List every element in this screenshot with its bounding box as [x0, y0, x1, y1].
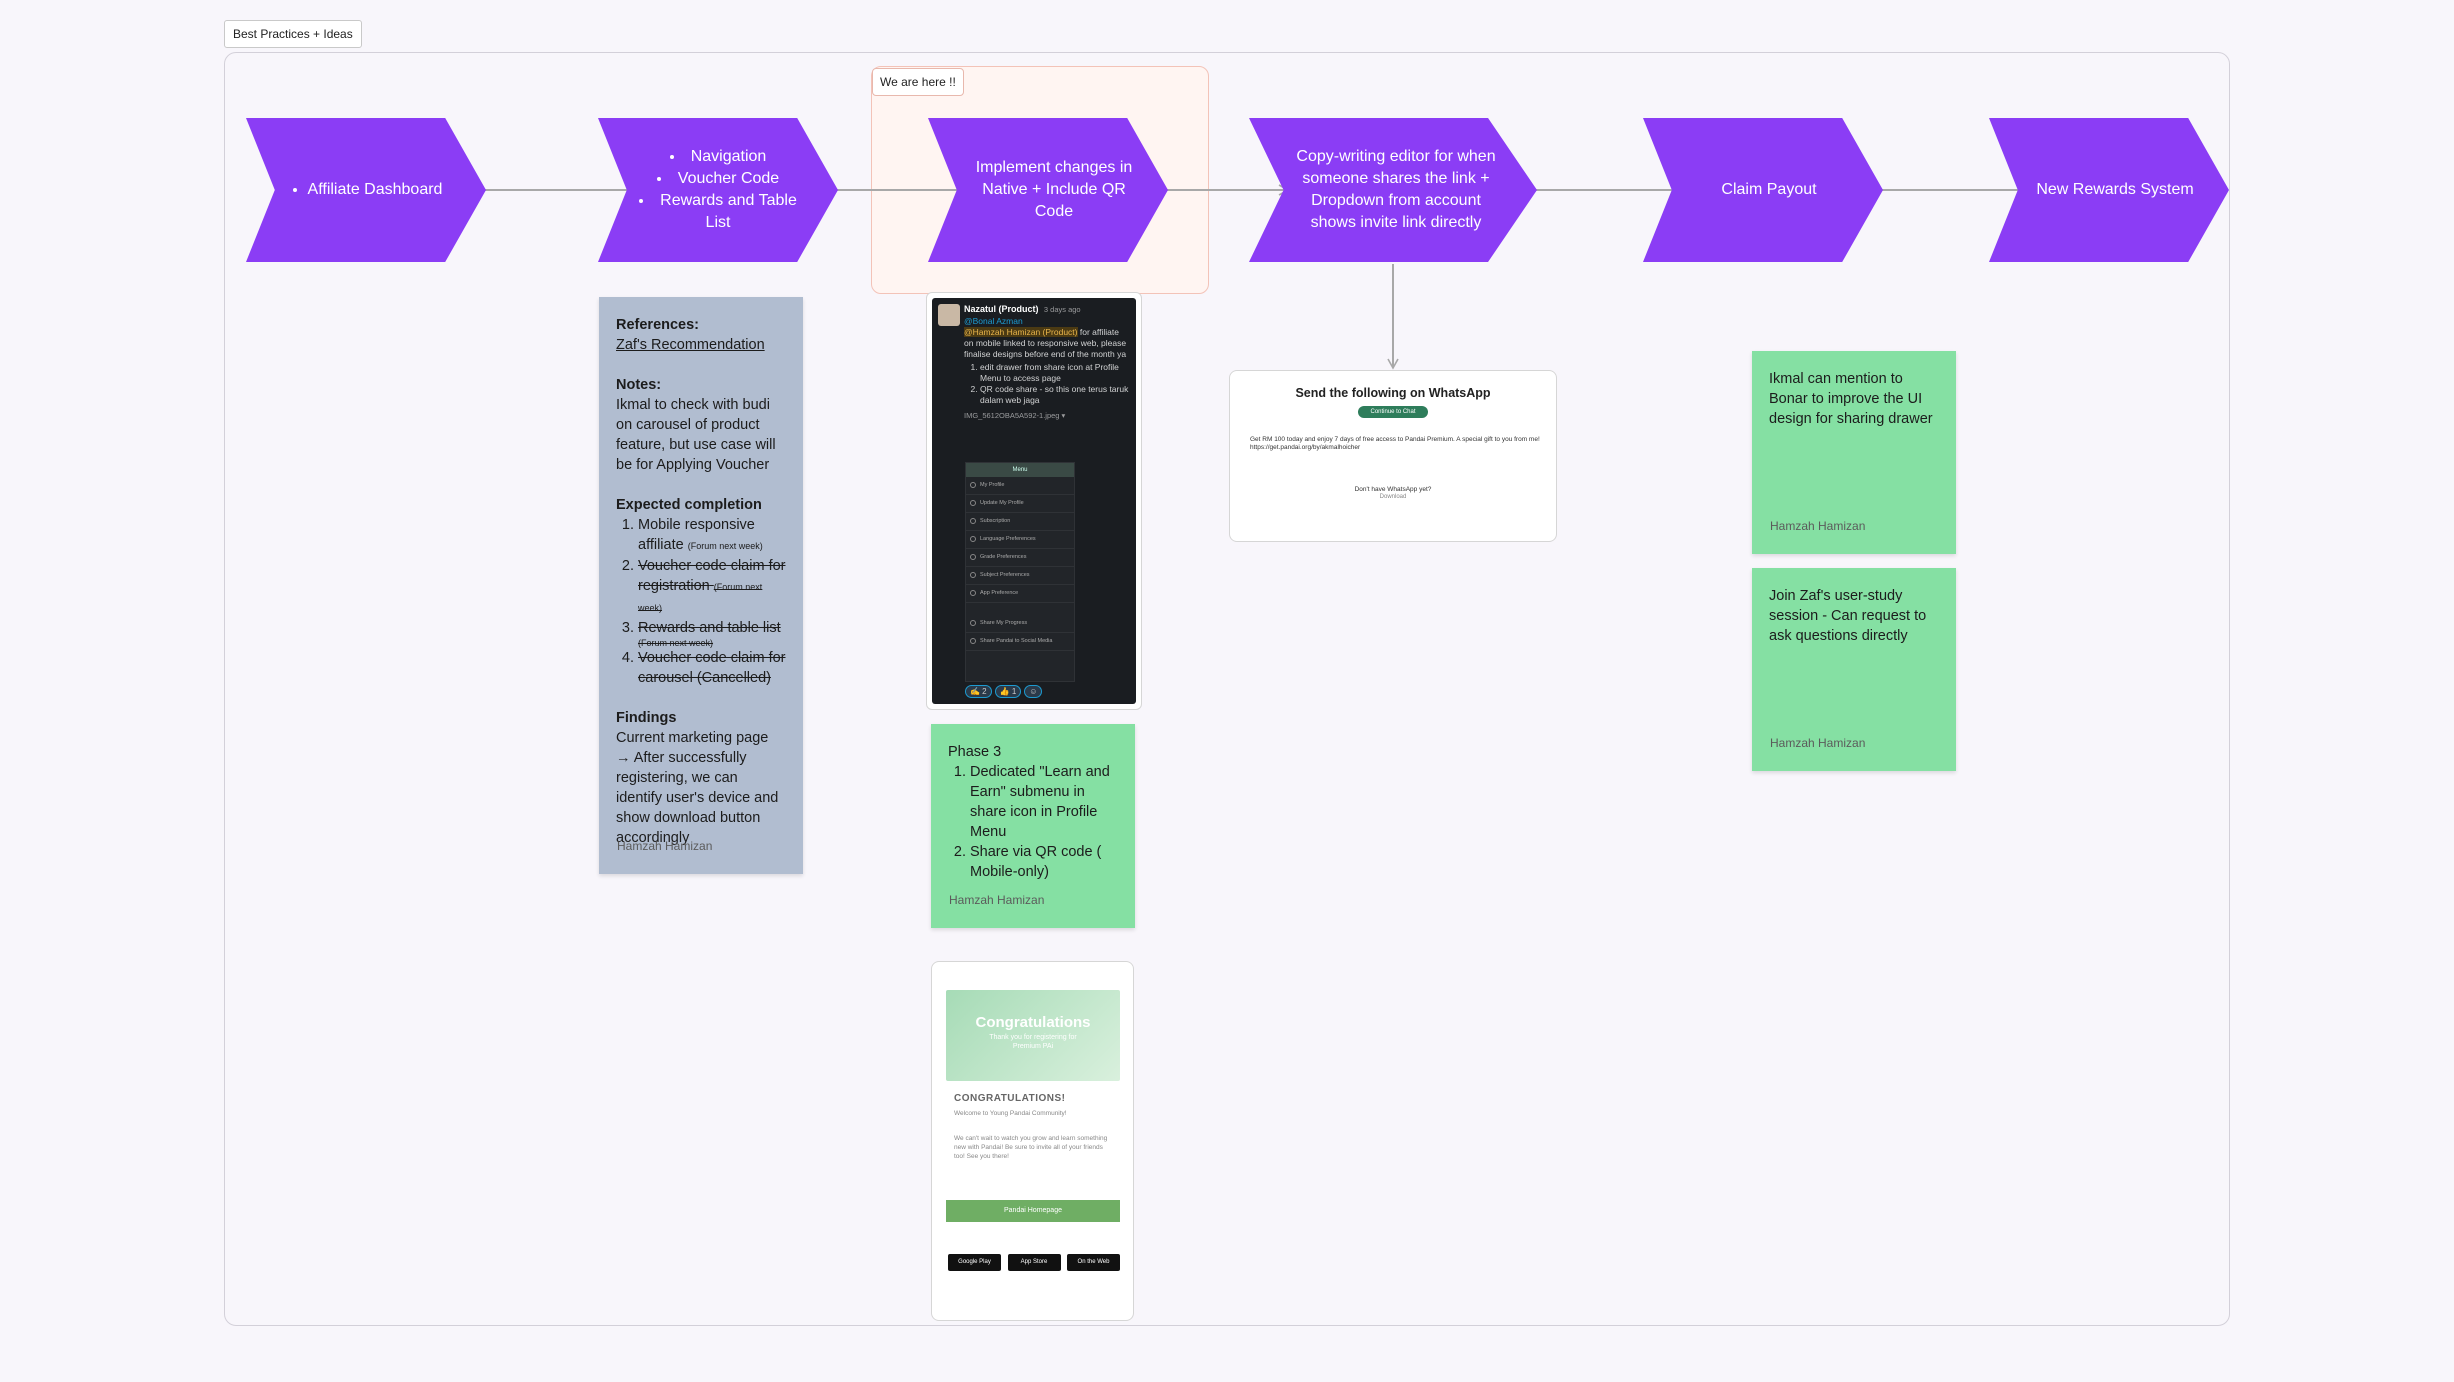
- congrats-screenshot[interactable]: Congratulations Thank you for registerin…: [931, 961, 1134, 1321]
- expected-item-note: (Forum next week): [638, 638, 714, 648]
- avatar: [938, 304, 960, 326]
- phase3-item: Dedicated "Learn and Earn" submenu in sh…: [970, 762, 1118, 842]
- whatsapp-dont-have: Don't have WhatsApp yet?: [1354, 486, 1432, 493]
- phone-menu-row: Language Preferences: [966, 531, 1074, 549]
- slack-attachment: IMG_5612OBA5A592-1.jpeg ▾: [964, 411, 1066, 420]
- slack-list-item: QR code share - so this one terus taruk …: [980, 384, 1130, 406]
- flow-step-label: Navigation: [634, 146, 802, 168]
- flow-step-label: Affiliate Dashboard: [308, 179, 443, 201]
- phone-menu-title: Menu: [966, 463, 1074, 477]
- references-link[interactable]: Zaf's Recommendation: [616, 337, 765, 353]
- flow-step-label: Voucher Code: [634, 168, 802, 190]
- whatsapp-screenshot[interactable]: Send the following on WhatsApp Continue …: [1229, 370, 1557, 542]
- sticky-note-text: Ikmal can mention to Bonar to improve th…: [1769, 371, 1933, 427]
- congrats-banner: Congratulations Thank you for registerin…: [946, 990, 1120, 1081]
- notes-text: Ikmal to check with budi on carousel of …: [616, 397, 776, 473]
- flow-step-label: Copy-writing editor for when someone sha…: [1296, 148, 1496, 231]
- google-play-badge: Google Play: [948, 1254, 1001, 1271]
- congrats-banner-sub: Thank you for registering for Premium PA…: [989, 1034, 1077, 1050]
- expected-list: Mobile responsive affiliate (Forum next …: [616, 515, 786, 688]
- phone-menu-row: Update My Profile: [966, 495, 1074, 513]
- expected-item: Voucher code claim for registration: [638, 558, 786, 594]
- phone-menu-row: Share Pandai to Social Media: [966, 633, 1074, 651]
- app-store-badge: App Store: [1007, 1254, 1061, 1271]
- references-heading: References:: [616, 317, 700, 333]
- we-are-here-label[interactable]: We are here !!: [872, 68, 964, 96]
- expected-item-note: (Forum next week): [687, 541, 763, 551]
- phone-menu-row: Subject Preferences: [966, 567, 1074, 585]
- slack-mention: @Bonal Azman: [964, 316, 1023, 326]
- flow-step-label: Claim Payout: [1721, 181, 1817, 198]
- slack-screenshot[interactable]: Nazatul (Product) 3 days ago @Bonal Azma…: [926, 292, 1142, 710]
- whatsapp-download: Download: [1379, 494, 1407, 500]
- whatsapp-message: Get RM 100 today and enjoy 7 days of fre…: [1250, 436, 1540, 451]
- reaction[interactable]: ☺: [1024, 685, 1043, 698]
- phone-menu-row: Grade Preferences: [966, 549, 1074, 567]
- congrats-heading: CONGRATULATIONS!: [954, 1093, 1066, 1104]
- expected-item: Rewards and table list: [638, 620, 781, 636]
- note-author: Hamzah Hamizan: [1770, 736, 1866, 750]
- flow-step-copywriting-editor[interactable]: Copy-writing editor for when someone sha…: [1249, 118, 1537, 262]
- note-author: Hamzah Hamizan: [1770, 519, 1866, 533]
- expected-heading: Expected completion: [616, 497, 762, 513]
- homepage-button: Pandai Homepage: [946, 1200, 1120, 1222]
- expected-item-note: (Forum next week): [638, 582, 763, 613]
- reaction[interactable]: ✍ 2: [965, 685, 992, 698]
- flow-step-new-rewards[interactable]: New Rewards System: [1989, 118, 2229, 262]
- findings-text: Current marketing page → After successfu…: [616, 730, 779, 846]
- web-badge: On the Web: [1067, 1254, 1120, 1271]
- phone-menu-row: Share My Progress: [966, 615, 1074, 633]
- sticky-note-zaf[interactable]: Join Zaf's user-study session - Can requ…: [1752, 568, 1956, 771]
- expected-item: Mobile responsive affiliate: [638, 517, 755, 553]
- notes-heading: Notes:: [616, 377, 662, 393]
- slack-message: for affiliate on mobile linked to respon…: [964, 327, 1127, 359]
- flow-step-implement-native[interactable]: Implement changes in Native + Include QR…: [928, 118, 1168, 262]
- slack-list-item: edit drawer from share icon at Profile M…: [980, 362, 1130, 384]
- sticky-note-references[interactable]: References: Zaf's Recommendation Notes: …: [599, 297, 803, 874]
- sticky-note-phase3[interactable]: Phase 3 Dedicated "Learn and Earn" subme…: [931, 724, 1135, 928]
- phase3-item: Share via QR code ( Mobile-only): [970, 842, 1118, 882]
- flow-step-affiliate-dashboard[interactable]: Affiliate Dashboard: [246, 118, 486, 262]
- congrats-welcome: Welcome to Young Pandai Community!: [954, 1110, 1067, 1117]
- findings-heading: Findings: [616, 710, 677, 726]
- phone-menu-row: App Preference: [966, 585, 1074, 603]
- note-author: Hamzah Hamizan: [949, 893, 1045, 907]
- phone-menu-row: Subscription: [966, 513, 1074, 531]
- congrats-banner-title: Congratulations: [975, 1014, 1091, 1031]
- store-badges: Google Play App Store On the Web: [948, 1254, 1120, 1271]
- continue-to-chat-button: Continue to Chat: [1358, 406, 1428, 418]
- slack-mention: @Hamzah Hamizan (Product): [964, 327, 1078, 337]
- phase3-heading: Phase 3: [948, 744, 1002, 760]
- sticky-note-ikmal[interactable]: Ikmal can mention to Bonar to improve th…: [1752, 351, 1956, 554]
- flow-step-navigation[interactable]: Navigation Voucher Code Rewards and Tabl…: [598, 118, 838, 262]
- flow-step-label: Rewards and Table List: [634, 190, 802, 234]
- slack-reactions: ✍ 2👍 1☺: [965, 685, 1045, 698]
- phone-menu-row: My Profile: [966, 477, 1074, 495]
- expected-item: Voucher code claim for carousel (Cancell…: [638, 650, 786, 686]
- flow-step-label: Implement changes in Native + Include QR…: [975, 159, 1133, 220]
- slack-author: Nazatul (Product): [964, 304, 1039, 314]
- reaction[interactable]: 👍 1: [994, 685, 1022, 698]
- note-author: Hamzah Hamizan: [617, 839, 713, 853]
- flow-step-label: New Rewards System: [2036, 181, 2194, 198]
- congrats-message: We can't wait to watch you grow and lear…: [954, 1135, 1108, 1160]
- slack-time: 3 days ago: [1043, 305, 1081, 314]
- flow-step-claim-payout[interactable]: Claim Payout: [1643, 118, 1883, 262]
- phone-screenshot: Menu My Profile Update My Profile Subscr…: [965, 462, 1075, 682]
- sticky-note-text: Join Zaf's user-study session - Can requ…: [1769, 588, 1927, 644]
- section-label[interactable]: Best Practices + Ideas: [224, 20, 362, 48]
- whatsapp-title: Send the following on WhatsApp: [1295, 386, 1491, 400]
